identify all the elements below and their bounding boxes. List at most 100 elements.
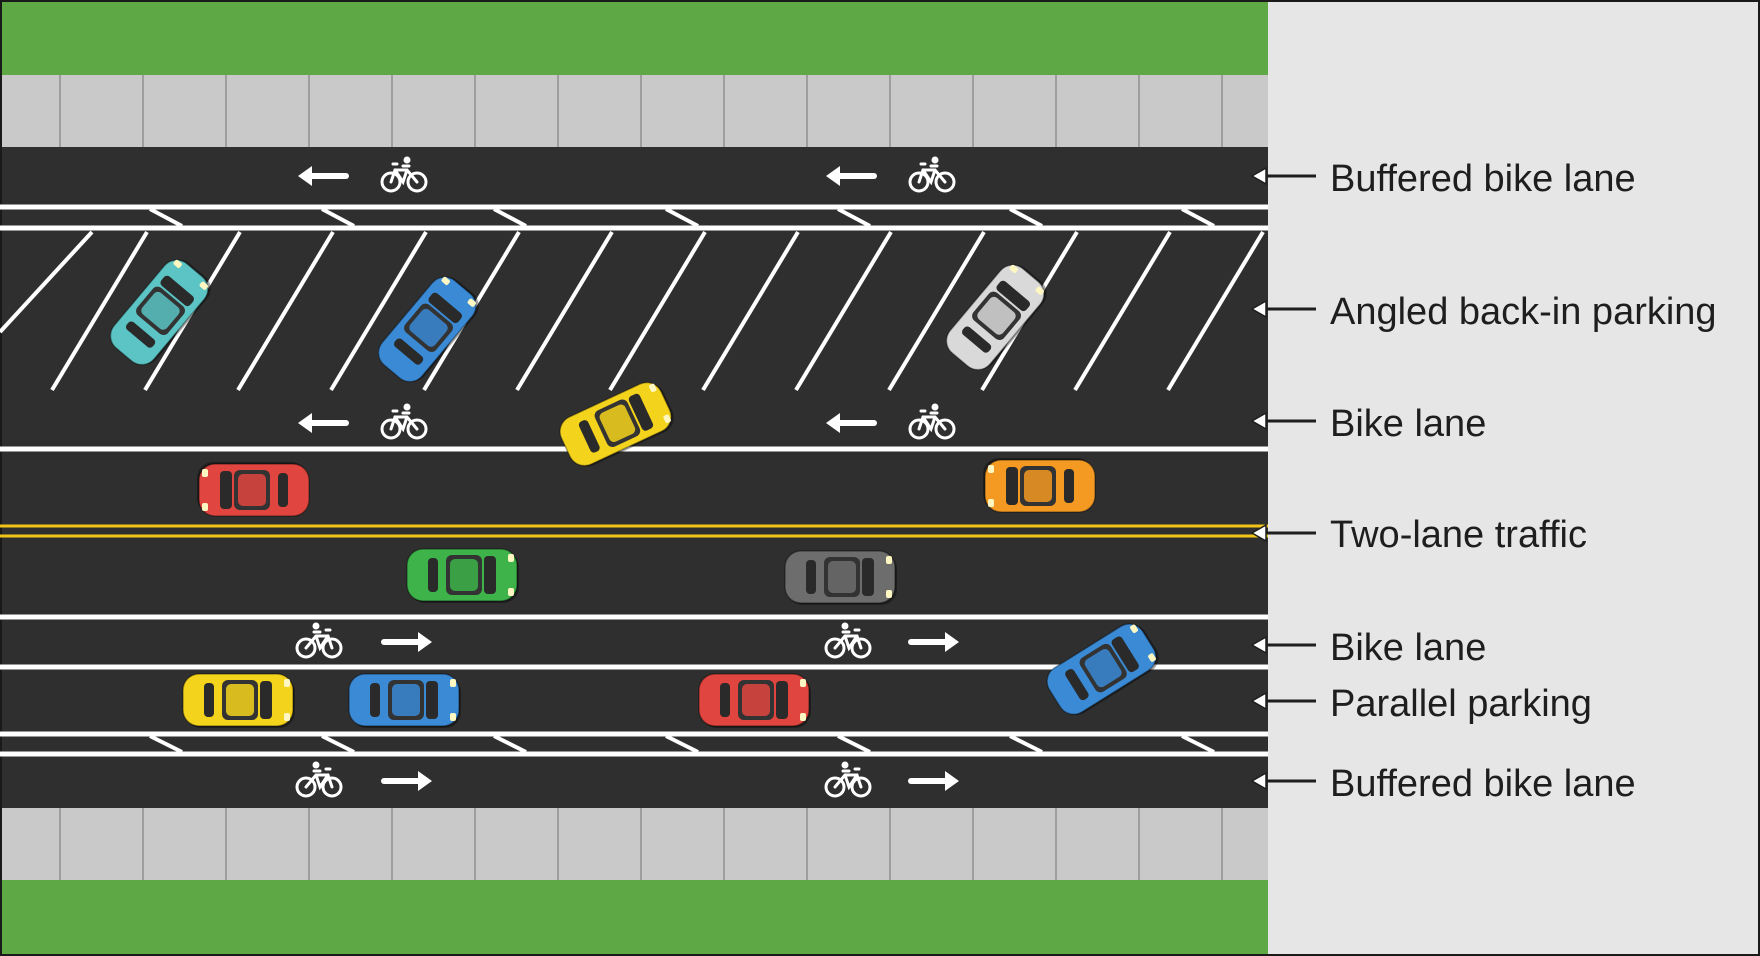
label-buffered-bike-lane-top: Buffered bike lane (1330, 158, 1636, 200)
car-icon (182, 673, 295, 728)
label-bike-lane-bottom: Bike lane (1330, 627, 1486, 669)
car-headlight (886, 590, 892, 598)
car-icon (784, 550, 897, 605)
buffer-hatch (493, 207, 527, 228)
leader-arrow-icon (1250, 635, 1267, 655)
car-rear-window (125, 321, 156, 348)
arrow-head (418, 771, 432, 791)
pavement-markings (0, 156, 1268, 798)
bicycle-icon (824, 761, 872, 798)
leader-arrow-icon (1250, 523, 1267, 543)
car-icon (983, 458, 1096, 513)
car-headlight (988, 499, 994, 507)
arrow-head (826, 166, 840, 186)
arrow-icon (298, 166, 349, 186)
bicycle-icon (908, 403, 956, 440)
car-windshield (1111, 636, 1139, 673)
arrow-icon (298, 413, 349, 433)
car-headlight (467, 298, 476, 307)
car-windshield (160, 275, 195, 307)
leader-arrow-icon (1250, 691, 1267, 711)
car-windshield (484, 556, 496, 594)
car-roof-panel (238, 474, 266, 506)
car-headlight (284, 713, 290, 721)
car-rear-window (1065, 668, 1089, 701)
bicycle-icon (824, 622, 872, 659)
car-headlight (1009, 264, 1018, 273)
bicycle-wheel (295, 776, 317, 798)
car-rear-window (806, 560, 816, 594)
car-icon (1046, 623, 1159, 716)
parking-stall-line (236, 230, 335, 392)
car-icon (377, 276, 479, 383)
car-roof-panel (599, 404, 636, 443)
buffer-hatch (665, 207, 699, 228)
label-buffered-bike-lane-bottom: Buffered bike lane (1330, 763, 1636, 805)
arrow-icon (381, 632, 432, 652)
buffer-hatch (1009, 207, 1043, 228)
car-roof-panel (977, 296, 1016, 335)
bicycle-wheel (321, 637, 343, 659)
bicycle-rider-head (841, 761, 849, 769)
car-roof-panel (450, 559, 478, 591)
car-headlight (663, 414, 671, 424)
cars-layer (109, 259, 1159, 728)
car-headlight (1035, 286, 1044, 295)
bicycle-wheel (934, 418, 956, 440)
bicycle-rider-head (312, 622, 320, 630)
bicycle-wheel (824, 637, 846, 659)
sidewalk-top (0, 75, 1268, 147)
car-windshield (428, 292, 463, 324)
bicycle-wheel (380, 418, 402, 440)
parking-stall-line (794, 230, 893, 392)
sidewalk-bottom (0, 808, 1268, 880)
label-two-lane-traffic: Two-lane traffic (1330, 514, 1587, 556)
arrow-icon (908, 632, 959, 652)
arrow-icon (381, 771, 432, 791)
car-icon (559, 381, 674, 467)
label-angled-back-in-parking: Angled back-in parking (1330, 291, 1717, 333)
arrow-head (418, 632, 432, 652)
parking-stall-line (515, 230, 614, 392)
car-windshield (996, 280, 1031, 312)
grass-strip-bottom (0, 880, 1268, 956)
bicycle-wheel (406, 171, 428, 193)
car-roof-panel (141, 291, 180, 330)
car-headlight (988, 465, 994, 473)
bicycle-wheel (908, 418, 930, 440)
buffer-hatch (1181, 734, 1215, 754)
parking-stall-line (50, 230, 149, 392)
leader-arrow-icon (1250, 166, 1267, 186)
car-rear-window (961, 326, 992, 353)
bicycle-frame (304, 628, 334, 652)
car-icon (109, 259, 211, 366)
car-icon (348, 673, 461, 728)
car-headlight (800, 679, 806, 687)
bicycle-frame (389, 162, 419, 186)
buffer-hatch (837, 207, 871, 228)
parking-stall-line (887, 230, 986, 392)
arrow-head (298, 166, 312, 186)
bicycle-wheel (380, 171, 402, 193)
car-headlight (202, 469, 208, 477)
parking-stall-line (0, 230, 94, 334)
parking-stall-line (608, 230, 707, 392)
buffer-hatch (149, 207, 183, 228)
car-headlight (886, 556, 892, 564)
car-windshield (426, 681, 438, 719)
bicycle-rider-head (931, 403, 939, 411)
car-headlight (450, 679, 456, 687)
car-roof-panel (1084, 648, 1122, 688)
car-windshield (628, 393, 654, 431)
car-headlight (199, 281, 208, 290)
car-rear-window (428, 558, 438, 592)
car-icon (945, 264, 1047, 371)
car-roof-panel (409, 308, 448, 347)
car-headlight (649, 383, 657, 393)
car-windshield (1006, 467, 1018, 505)
parking-stall-line (1073, 230, 1172, 392)
arrow-head (298, 413, 312, 433)
leader-arrow-icon (1250, 411, 1267, 431)
car-roof-panel (742, 684, 770, 716)
